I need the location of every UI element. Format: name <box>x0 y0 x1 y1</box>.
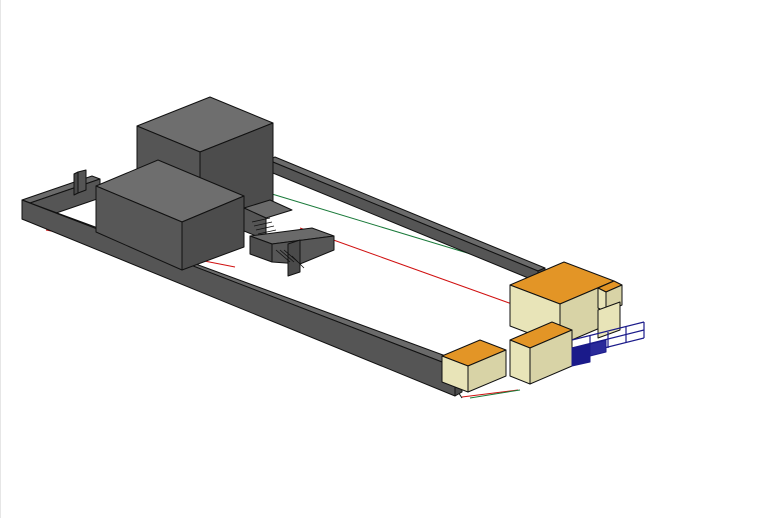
left-wall-post-front <box>77 169 87 194</box>
blue-platform-base <box>571 343 591 367</box>
stair-steps <box>251 217 305 269</box>
mid-block-front <box>509 339 531 385</box>
small-building-side <box>467 349 507 393</box>
left-wall-post-side <box>73 171 79 196</box>
green-axis-line-bottom <box>469 389 521 399</box>
front-block-side <box>181 195 245 271</box>
red-axis-line-bottom <box>461 389 519 398</box>
red-axis-line-mid <box>299 227 513 305</box>
back-wall-face <box>267 159 539 283</box>
viewport-left-border <box>0 0 1 518</box>
blue-platform-step <box>589 339 607 357</box>
